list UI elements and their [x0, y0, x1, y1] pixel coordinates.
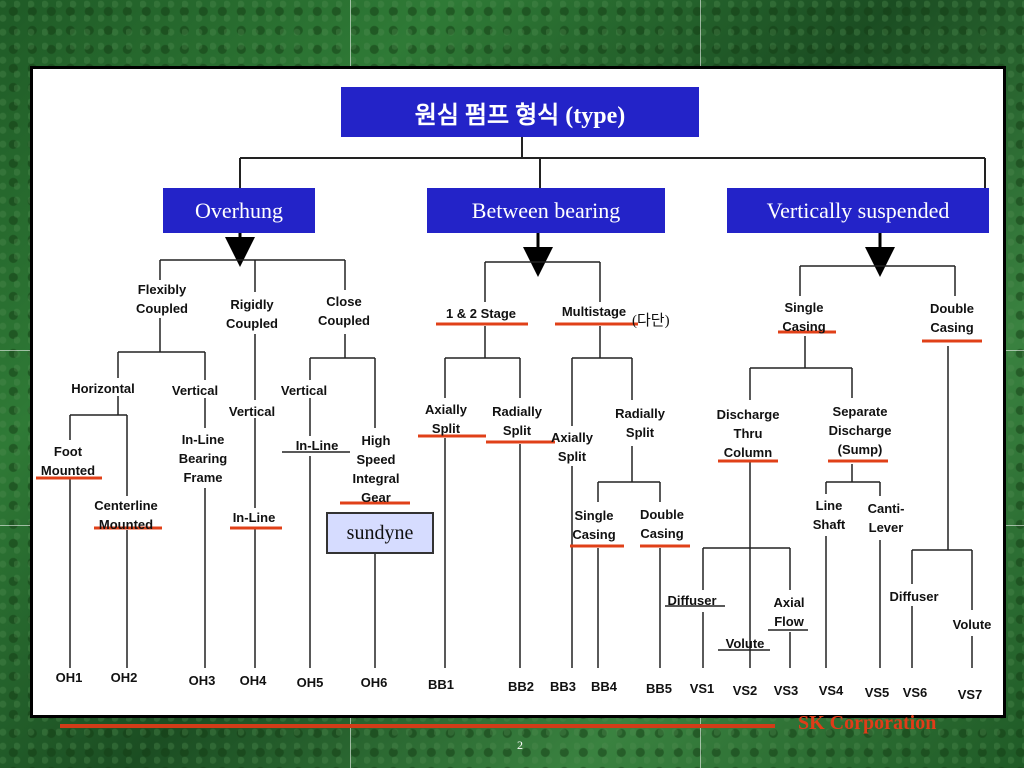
node-inline-cc: In-Line — [295, 438, 339, 453]
leaf-oh4: OH4 — [239, 673, 267, 688]
leaf-oh5: OH5 — [296, 675, 324, 690]
node-axially-split-bb1: Axially Split — [425, 402, 467, 436]
node-vertical-cc: Vertical — [280, 383, 328, 398]
node-volute-vs7: Volute — [952, 617, 992, 632]
multistage-note: (다단) — [632, 313, 670, 329]
node-separate-discharge-sump: Separate Discharge (Sump) — [828, 404, 892, 457]
leaf-bb5: BB5 — [645, 681, 673, 696]
node-radially-split-bb2: Radially Split — [492, 404, 542, 438]
footer-rule — [60, 724, 775, 728]
node-inline-rc: In-Line — [232, 510, 276, 525]
leaf-vs2: VS2 — [732, 683, 758, 698]
leaf-vs1: VS1 — [689, 681, 715, 696]
node-vertical-fc: Vertical — [171, 383, 219, 398]
leaf-bb4: BB4 — [590, 679, 618, 694]
leaf-vs7: VS7 — [957, 687, 983, 702]
leaf-oh6: OH6 — [360, 675, 388, 690]
node-multistage: Multistage — [561, 304, 627, 319]
node-foot-mounted: Foot Mounted — [40, 444, 96, 478]
footer-company: SK Corporation — [798, 712, 937, 734]
leaf-vs5: VS5 — [864, 685, 890, 700]
leaf-oh1: OH1 — [55, 670, 83, 685]
node-diffuser-vs6: Diffuser — [889, 589, 939, 604]
sundyne-label: sundyne — [326, 512, 434, 554]
node-diffuser-vs1: Diffuser — [667, 593, 717, 608]
node-inline-bearing-frame: In-Line Bearing Frame — [178, 432, 228, 485]
leaf-vs4: VS4 — [818, 683, 844, 698]
node-volute-vs2: Volute — [725, 636, 765, 651]
node-high-speed-integral-gear: High Speed Integral Gear — [352, 433, 400, 505]
node-rigidly-coupled: Rigidly Coupled — [226, 297, 278, 331]
node-canti-lever: Canti- Lever — [867, 501, 905, 535]
diagram-title: 원심 펌프 형식 (type) — [341, 87, 699, 137]
leaf-bb1: BB1 — [427, 677, 455, 692]
node-flexibly-coupled: Flexibly Coupled — [136, 282, 188, 316]
node-horizontal: Horizontal — [71, 381, 135, 396]
category-vertically-suspended: Vertically suspended — [727, 188, 989, 233]
leaf-vs6: VS6 — [902, 685, 928, 700]
category-between-bearing: Between bearing — [427, 188, 665, 233]
leaf-oh3: OH3 — [188, 673, 216, 688]
node-line-shaft: Line Shaft — [812, 498, 846, 532]
node-single-casing-bb: Single Casing — [572, 508, 616, 542]
node-axially-split-bb3: Axially Split — [551, 430, 593, 464]
node-axial-flow: Axial Flow — [773, 595, 805, 629]
node-centerline-mounted: Centerline Mounted — [94, 498, 158, 532]
category-overhung: Overhung — [163, 188, 315, 233]
node-double-casing-bb: Double Casing — [639, 507, 685, 541]
diagram-panel — [30, 66, 1006, 718]
node-single-casing-vs: Single Casing — [782, 300, 826, 334]
leaf-oh2: OH2 — [110, 670, 138, 685]
highlight-underlines — [36, 322, 982, 548]
node-radially-split-multistage: Radially Split — [615, 406, 665, 440]
leaf-bb3: BB3 — [549, 679, 577, 694]
node-vertical-rc: Vertical — [228, 404, 276, 419]
page-number: 2 — [517, 738, 523, 752]
leaf-vs3: VS3 — [773, 683, 799, 698]
node-double-casing-vs: Double Casing — [929, 301, 975, 335]
node-close-coupled: Close Coupled — [318, 294, 370, 328]
node-1-2-stage: 1 & 2 Stage — [445, 306, 517, 321]
node-discharge-thru-column: Discharge Thru Column — [716, 407, 780, 460]
leaf-bb2: BB2 — [507, 679, 535, 694]
